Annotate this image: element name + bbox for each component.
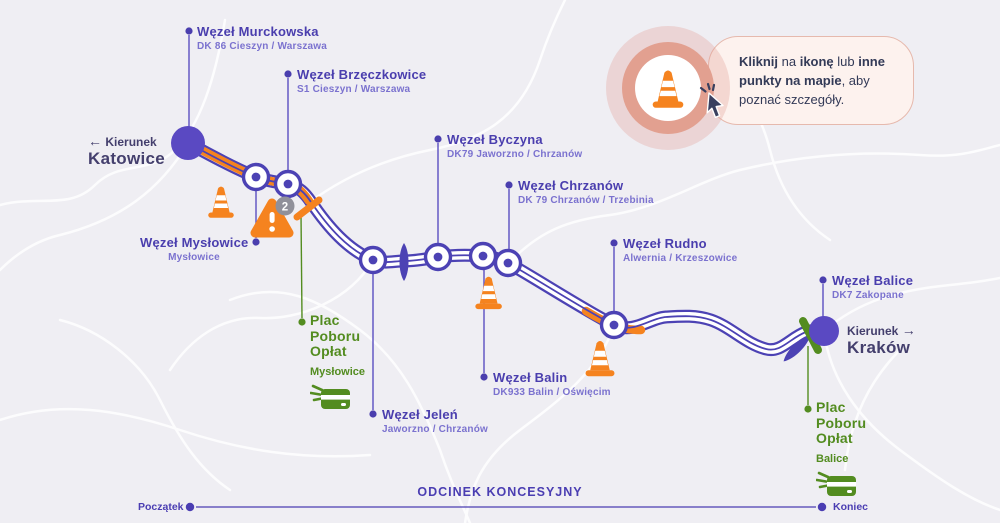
toll-plaza-label-myslowice[interactable]: Plac Poboru Opłat Mysłowice (309, 312, 365, 417)
junction-label-rudno[interactable]: Węzeł Rudno Alwernia / Krzeszowice (623, 236, 738, 264)
toll-plaza-marker-myslowice[interactable] (293, 196, 323, 221)
arrow-right-icon: → (901, 322, 916, 338)
label-dot-myslowice[interactable] (252, 238, 260, 246)
concession-end-dot[interactable] (817, 502, 827, 512)
svg-text:2: 2 (282, 202, 288, 214)
toll-connectors (300, 213, 809, 405)
label-dot-jelen[interactable] (369, 410, 377, 418)
traffic-cone-icon[interactable] (475, 276, 502, 310)
junction-node-byczyna[interactable] (423, 242, 453, 272)
direction-west-city: Katowice (88, 149, 166, 168)
section-marker-jelen[interactable] (399, 243, 409, 281)
junction-node-jelen[interactable] (358, 245, 388, 275)
toll-card-icon[interactable] (815, 469, 866, 504)
junction-label-jelen[interactable]: Węzeł Jeleń Jaworzno / Chrzanów (382, 407, 489, 435)
label-dot-rudno[interactable] (610, 239, 618, 247)
junction-node-brzeczkowice[interactable] (273, 169, 303, 199)
direction-east-label: Kierunek (847, 324, 899, 338)
incident-count-badge[interactable]: 2 (275, 196, 295, 216)
roadworks-warning-icon[interactable] (250, 198, 294, 238)
label-dot-brzeczkowice[interactable] (284, 70, 292, 78)
concession-section-title: ODCINEK KONCESYJNY (417, 485, 583, 499)
direction-west-label: Kierunek (105, 135, 157, 149)
concession-line (185, 502, 827, 512)
junction-node-chrzanow[interactable] (493, 248, 523, 278)
arrow-left-icon: ← (88, 133, 102, 149)
map-instruction-callout: Kliknij na ikonę lub inne punkty na mapi… (708, 36, 914, 125)
traffic-cone-icon (652, 70, 684, 108)
label-dot-balin[interactable] (480, 373, 488, 381)
label-dot-balice[interactable] (819, 276, 827, 284)
direction-east-city: Kraków (847, 338, 911, 357)
junction-label-brzeczkowice[interactable]: Węzeł Brzęczkowice S1 Cieszyn / Warszawa (297, 67, 427, 95)
toll-card-icon[interactable] (309, 382, 365, 417)
junction-label-myslowice[interactable]: Węzeł Mysłowice Mysłowice (140, 235, 249, 263)
junction-label-balin[interactable]: Węzeł Balin DK933 Balin / Oświęcim (493, 370, 611, 398)
label-dots[interactable] (185, 27, 827, 418)
direction-east: Kierunek → Kraków (847, 323, 916, 357)
traffic-cone-icon[interactable] (208, 186, 234, 218)
junction-node-rudno[interactable] (599, 310, 629, 340)
concession-start-label: Początek (138, 501, 184, 513)
callout-cone-button[interactable] (635, 55, 701, 121)
junction-label-chrzanow[interactable]: Węzeł Chrzanów DK 79 Chrzanów / Trzebini… (518, 178, 654, 206)
concession-start-dot[interactable] (185, 502, 195, 512)
junction-label-balice[interactable]: Węzeł Balice DK7 Zakopane (832, 273, 914, 301)
label-dot-chrzanow[interactable] (505, 181, 513, 189)
junction-node-myslowice[interactable] (241, 162, 271, 192)
section-marker-balice[interactable] (780, 331, 813, 364)
endpoint-krakow[interactable] (809, 316, 839, 346)
junction-label-byczyna[interactable]: Węzeł Byczyna DK79 Jaworzno / Chrzanów (447, 132, 583, 160)
toll-plaza-label-balice[interactable]: Plac Poboru Opłat Balice (815, 399, 866, 504)
junction-label-murckowska[interactable]: Węzeł Murckowska DK 86 Cieszyn / Warszaw… (197, 24, 328, 52)
label-dot-murckowska[interactable] (185, 27, 193, 35)
endpoint-katowice[interactable] (171, 126, 205, 160)
direction-west: ← Kierunek Katowice (88, 134, 165, 168)
instruction-text: Kliknij na ikonę lub inne punkty na mapi… (739, 54, 885, 107)
toll-label-dot-myslowice[interactable] (298, 318, 306, 326)
junction-nodes (241, 162, 629, 340)
concession-end-label: Koniec (833, 501, 869, 513)
click-cursor-icon (699, 82, 733, 125)
label-dot-byczyna[interactable] (434, 135, 442, 143)
junction-node-balin[interactable] (468, 241, 498, 271)
toll-label-dot-balice[interactable] (804, 405, 812, 413)
